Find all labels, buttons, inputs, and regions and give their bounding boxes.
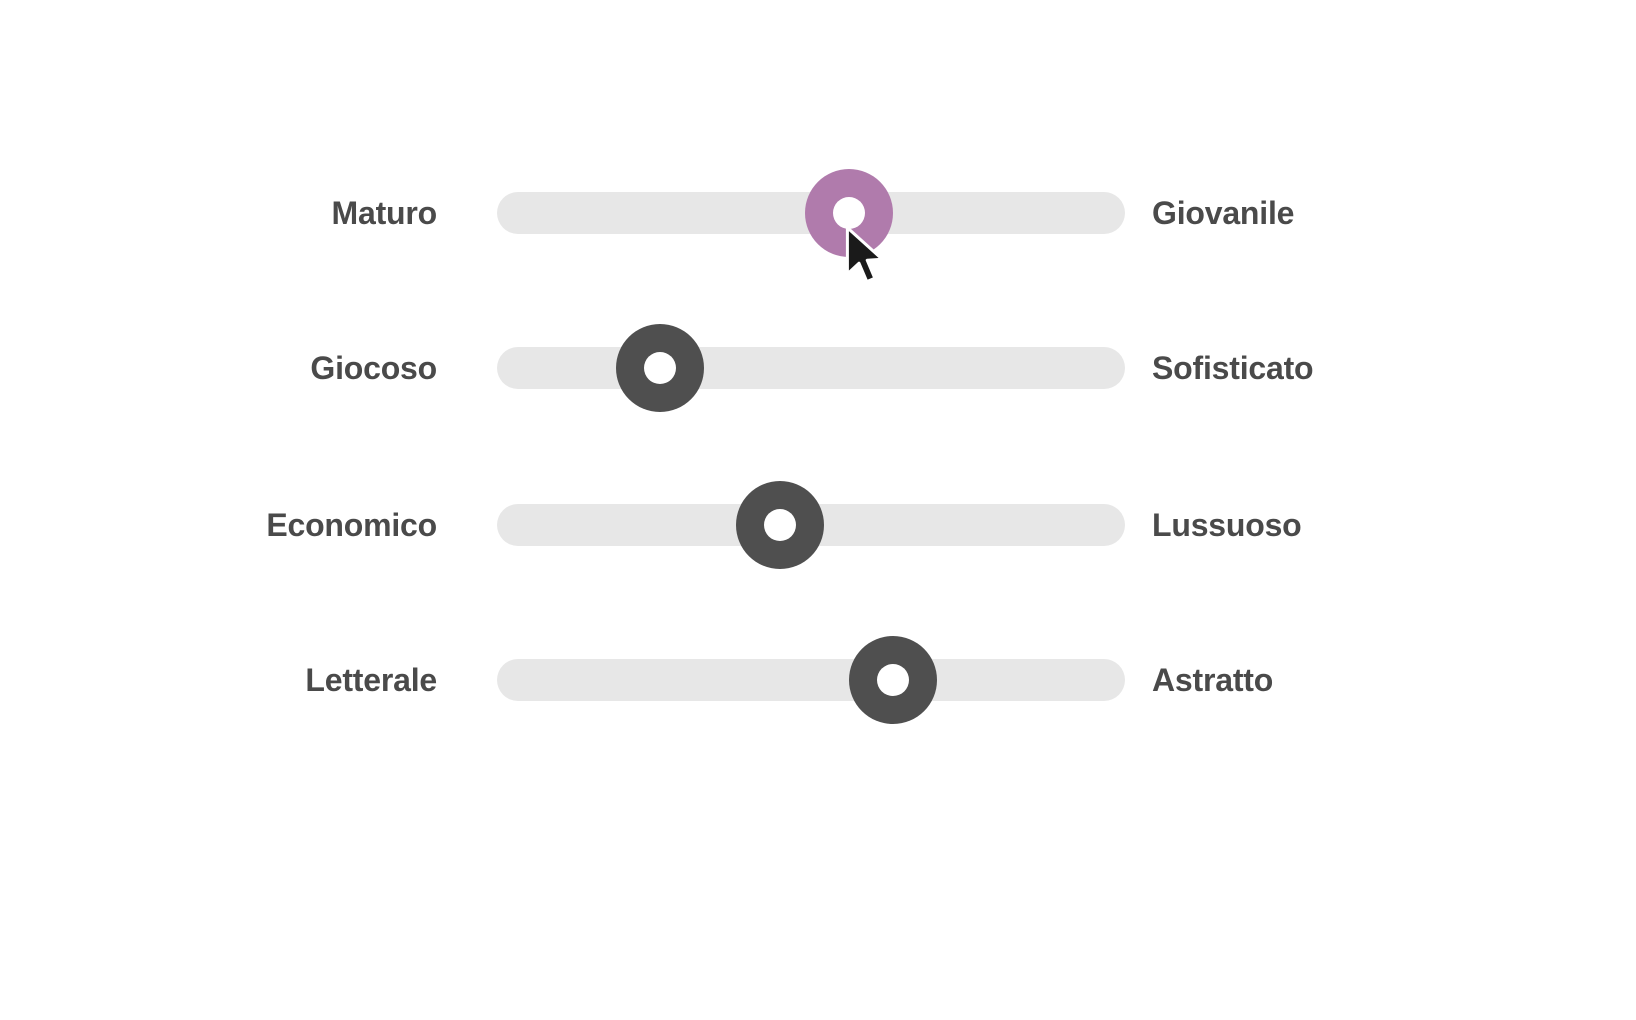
slider-thumb-letterale-astratto[interactable]: [848, 636, 937, 724]
slider-thumb-giocoso-sofisticato[interactable]: [616, 324, 705, 412]
slider-track-letterale-astratto[interactable]: [497, 630, 1125, 730]
slider-track-fill-4[interactable]: [497, 659, 1125, 701]
slider-row-giocoso-sofisticato: Giocoso Sofisticato: [0, 318, 1636, 418]
slider-right-label-sofisticato: Sofisticato: [1152, 350, 1314, 386]
slider-row-economico-lussuoso: Economico Lussuoso: [0, 475, 1636, 575]
slider-track-maturo-giovanile[interactable]: [497, 163, 1125, 263]
slider-left-label-giocoso: Giocoso: [310, 350, 437, 386]
slider-right-label-giovanile: Giovanile: [1152, 195, 1295, 231]
slider-left-label-maturo: Maturo: [331, 195, 438, 231]
slider-track-economico-lussuoso[interactable]: [497, 475, 1125, 575]
slider-track-giocoso-sofisticato[interactable]: [497, 318, 1125, 418]
slider-left-label-letterale: Letterale: [305, 662, 437, 698]
slider-track-fill-2[interactable]: [497, 347, 1125, 389]
slider-right-label-astratto: Astratto: [1152, 662, 1274, 698]
slider-row-maturo-giovanile: Maturo Giovanile: [0, 163, 1636, 263]
slider-thumb-economico-lussuoso[interactable]: [735, 481, 824, 569]
slider-left-label-economico: Economico: [266, 507, 437, 543]
slider-row-letterale-astratto: Letterale Astratto: [0, 630, 1636, 730]
slider-thumb-maturo-giovanile[interactable]: [804, 169, 893, 257]
slider-right-label-lussuoso: Lussuoso: [1152, 507, 1302, 543]
